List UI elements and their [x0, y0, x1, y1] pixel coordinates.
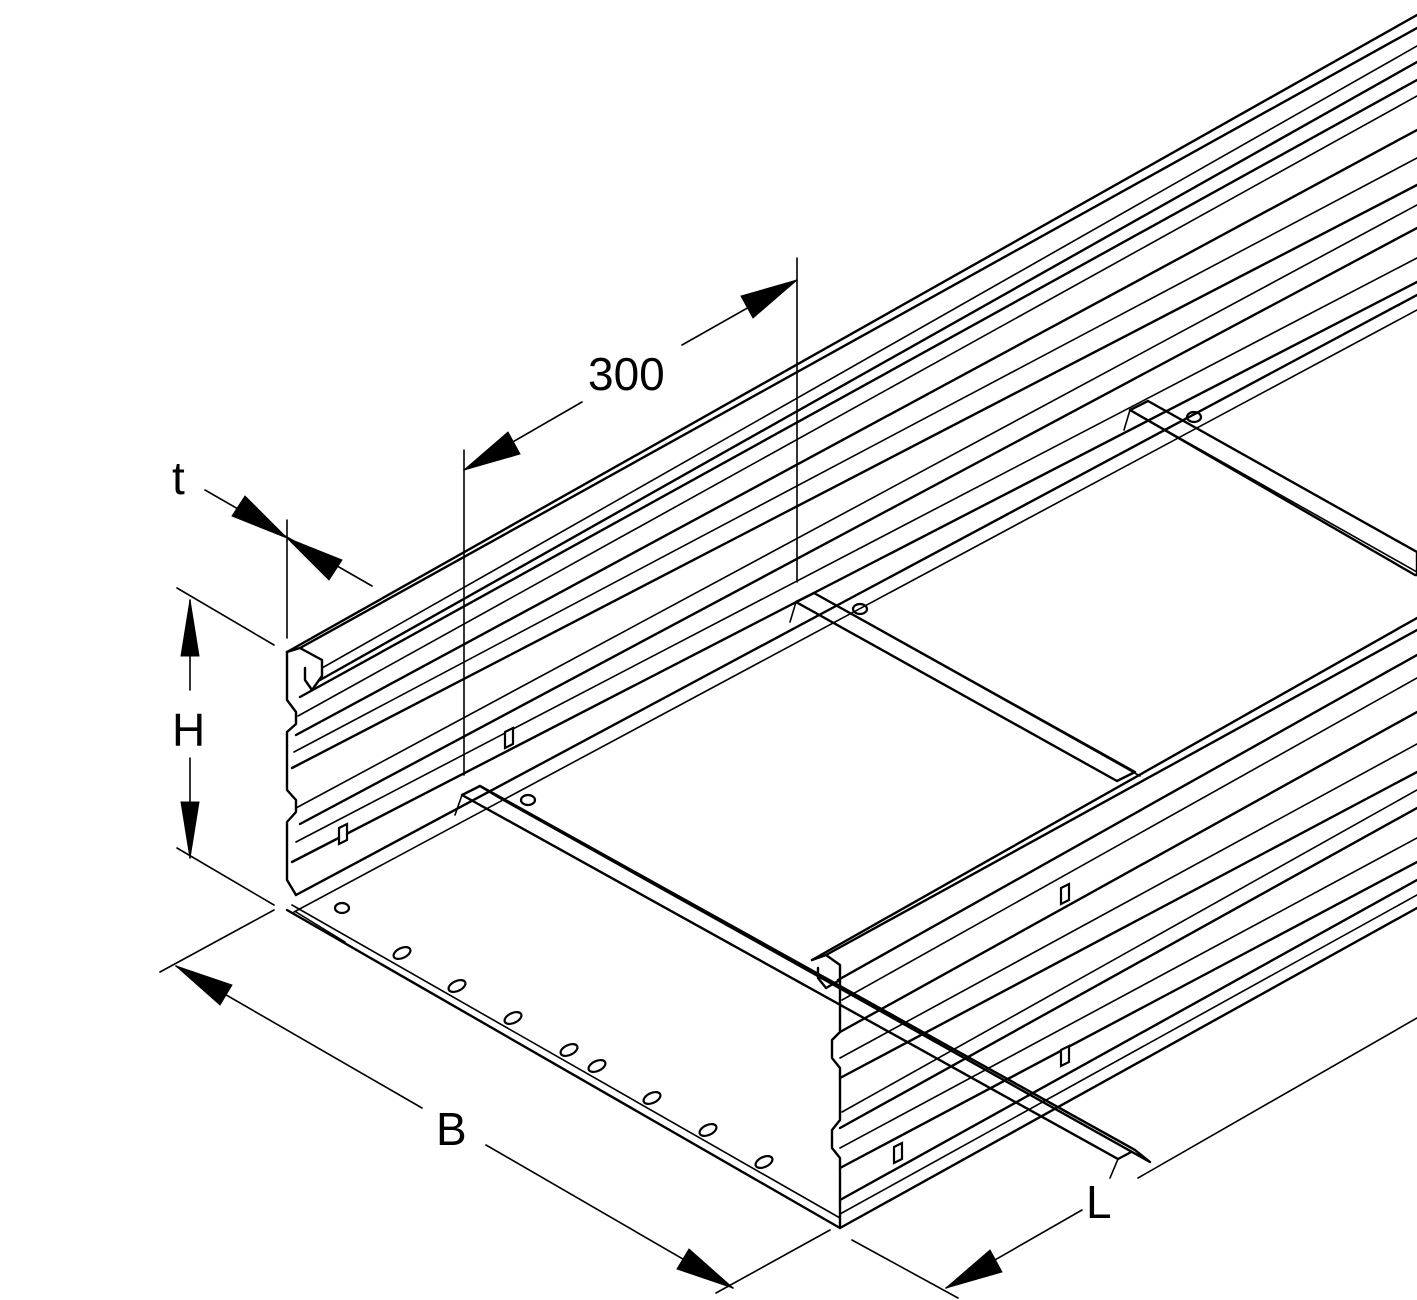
dimension-b: B [159, 909, 831, 1294]
floor-hole [333, 901, 351, 915]
edge-slot [642, 1090, 662, 1106]
arrow-head [463, 431, 521, 471]
rung-front [454, 784, 1152, 1179]
rail-slot [503, 726, 515, 750]
dimension-h: H [172, 587, 275, 906]
arrow-head [180, 599, 200, 657]
edge-slot [754, 1154, 774, 1170]
arrow-head [740, 279, 798, 319]
rung-back [1123, 399, 1417, 577]
dimension-label-spacing: 300 [588, 348, 665, 400]
dimension-l: L [851, 1017, 1417, 1299]
left-side-rail [285, 13, 1417, 913]
edge-slot [698, 1122, 718, 1138]
rail-slot [337, 822, 349, 846]
edge-slot [559, 1042, 579, 1058]
dimension-label-height: H [172, 704, 205, 756]
arrow-head [945, 1249, 1003, 1289]
arrow-head [231, 495, 288, 539]
edge-slot [392, 945, 412, 961]
dimension-label-width: B [436, 1103, 467, 1155]
floor-front-edge [285, 901, 842, 1230]
edge-slot [447, 978, 467, 994]
rail-slot [892, 1141, 904, 1165]
dimension-t: t [172, 452, 373, 639]
arrow-head [286, 537, 343, 581]
arrow-head [676, 1248, 734, 1289]
edge-slot [587, 1058, 607, 1074]
rail-slot [1059, 882, 1071, 906]
dimension-label-length: L [1086, 1176, 1112, 1228]
edge-slot [503, 1010, 523, 1026]
arrow-head [180, 801, 200, 859]
rungs [454, 399, 1417, 1179]
rail-slot [1059, 1044, 1071, 1068]
arrow-head [175, 965, 233, 1006]
rung-hole [519, 793, 537, 807]
dimension-label-thickness: t [172, 452, 185, 504]
dimension-300: 300 [463, 257, 798, 776]
rung-middle [789, 591, 1141, 783]
right-side-rail [810, 616, 1417, 1230]
